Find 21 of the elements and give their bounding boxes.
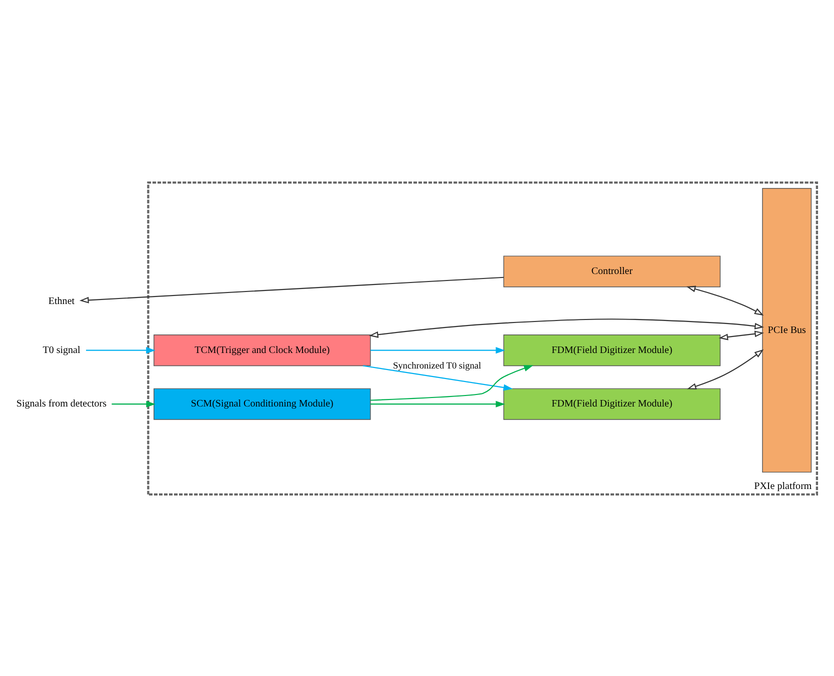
arrow [362, 364, 513, 390]
arrow [370, 346, 506, 354]
node-text: Signals from detectors [16, 398, 107, 410]
node-box: PCIe Bus [762, 187, 812, 472]
arrow [370, 400, 506, 407]
node-box: FDM(Field Digitizer Module) [503, 388, 721, 420]
node-text: T0 signal [42, 344, 80, 356]
edge-label: Synchronized T0 signal [393, 361, 482, 372]
arrow [112, 400, 156, 407]
arrow [86, 346, 156, 354]
node-box: SCM(Signal Conditioning Module) [154, 388, 371, 420]
arrow [368, 318, 764, 338]
arrow [79, 276, 504, 303]
arrow [686, 348, 764, 389]
node-box: Controller [503, 255, 721, 287]
arrow [718, 330, 764, 340]
arrow [370, 364, 534, 400]
node-box: TCM(Trigger and Clock Module) [154, 334, 371, 366]
node-box: FDM(Field Digitizer Module) [503, 334, 721, 366]
node-text: Ethnet [48, 296, 75, 307]
arrow [686, 285, 764, 316]
